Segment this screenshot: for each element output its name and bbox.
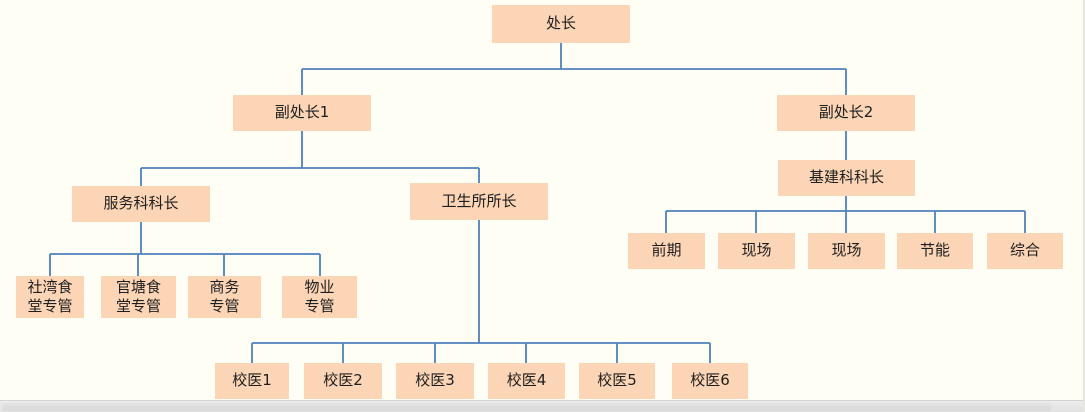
node-deputy-director-2[interactable]: 副处长2 [777, 95, 915, 131]
node-school-doctor-5[interactable]: 校医5 [579, 363, 655, 399]
node-deputy-director-1[interactable]: 副处长1 [233, 95, 371, 131]
node-site-1[interactable]: 现场 [718, 233, 795, 269]
horizontal-scrollbar-thumb[interactable] [2, 403, 1052, 411]
node-health-clinic-director[interactable]: 卫生所所长 [410, 183, 548, 220]
node-shewan-canteen-manager[interactable]: 社湾食 堂专管 [16, 276, 84, 318]
node-service-section-chief[interactable]: 服务科科长 [72, 186, 210, 222]
node-guantang-canteen-manager[interactable]: 官塘食 堂专管 [101, 276, 176, 318]
node-site-2[interactable]: 现场 [808, 233, 885, 269]
node-general-affairs[interactable]: 综合 [987, 233, 1063, 269]
node-early-stage[interactable]: 前期 [628, 233, 705, 269]
node-school-doctor-6[interactable]: 校医6 [672, 363, 748, 399]
node-director[interactable]: 处长 [492, 5, 630, 43]
node-school-doctor-4[interactable]: 校医4 [488, 363, 565, 399]
node-school-doctor-3[interactable]: 校医3 [396, 363, 474, 399]
node-infrastructure-section-chief[interactable]: 基建科科长 [778, 160, 915, 196]
node-school-doctor-2[interactable]: 校医2 [304, 363, 382, 399]
node-business-manager[interactable]: 商务 专管 [188, 276, 261, 318]
node-school-doctor-1[interactable]: 校医1 [215, 363, 289, 399]
horizontal-scrollbar[interactable] [0, 400, 1083, 412]
node-property-manager[interactable]: 物业 专管 [282, 276, 357, 318]
node-energy-saving[interactable]: 节能 [897, 233, 973, 269]
